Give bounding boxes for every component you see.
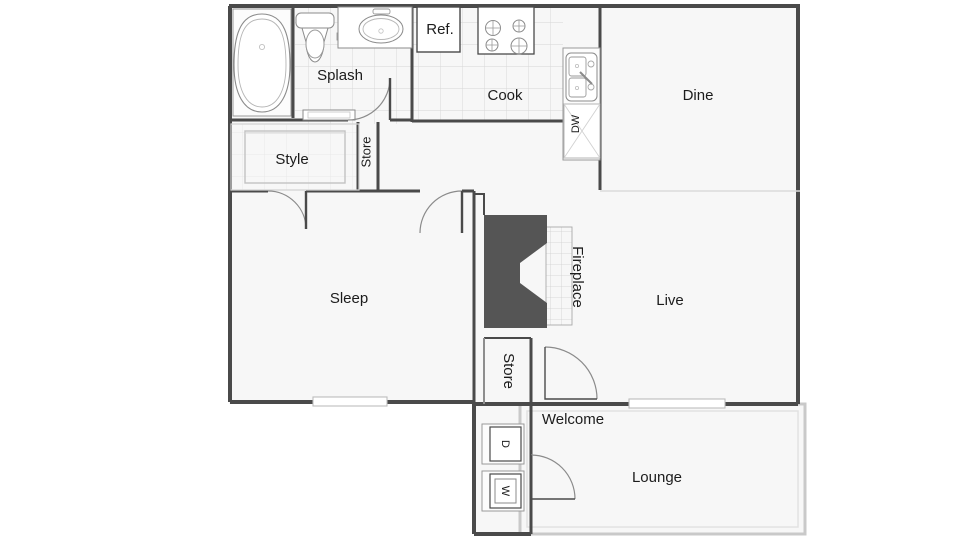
kitchen-range xyxy=(477,6,535,55)
bathtub-basin-inner xyxy=(237,18,287,108)
toilet xyxy=(295,12,345,63)
toilet-tank xyxy=(295,12,335,29)
bathtub-drain-icon xyxy=(258,43,266,51)
toilet-bowl-icon xyxy=(305,29,325,59)
burner-back-left-cross xyxy=(485,20,501,36)
live-room-window xyxy=(628,398,726,409)
bath-lower-counter xyxy=(302,109,356,121)
style-closet-floor xyxy=(231,124,359,190)
room-label-welcome: Welcome xyxy=(542,411,604,428)
entry-door-swing xyxy=(544,346,598,400)
bathtub-basin-outer xyxy=(233,13,291,113)
kitchen-sink-basin-lower xyxy=(568,77,587,98)
room-label-style: Style xyxy=(275,151,308,168)
laundry-door-swing xyxy=(530,454,576,500)
bath-counter-inner xyxy=(307,111,351,119)
fireplace xyxy=(474,193,547,328)
lounge-inner-line xyxy=(526,410,799,528)
bath-counter-top xyxy=(302,109,356,121)
bathroom-sink-drain-icon xyxy=(378,28,384,34)
fireplace-top-stub xyxy=(474,193,485,215)
kitchen-sink-drain-upper-icon xyxy=(575,64,580,69)
room-label-live: Live xyxy=(656,292,684,309)
bathroom-sink-inner-icon xyxy=(362,18,400,40)
room-labels: Splash Style Store Ref. Cook DW Dine Sle… xyxy=(275,21,713,497)
fireplace-mass xyxy=(484,215,547,328)
sleep-room-window xyxy=(312,396,388,407)
room-label-dw: DW xyxy=(570,114,582,133)
bathroom-vanity xyxy=(337,6,413,49)
room-label-cook: Cook xyxy=(487,87,523,104)
room-label-splash: Splash xyxy=(317,67,363,84)
room-label-lounge: Lounge xyxy=(632,469,682,486)
room-label-washer: W xyxy=(499,486,511,497)
doors xyxy=(267,77,598,500)
room-label-fireplace: Fireplace xyxy=(569,246,586,308)
burner-front-left-cross xyxy=(486,39,498,51)
room-label-dine: Dine xyxy=(683,87,714,104)
entry-door-panel xyxy=(544,347,597,400)
sink-knob-upper-icon xyxy=(587,60,595,68)
bathtub xyxy=(232,8,292,117)
kitchen-sink-drain-lower-icon xyxy=(575,86,580,91)
style-closet xyxy=(230,123,360,191)
windows xyxy=(312,396,726,409)
fireplace-hearth-tile xyxy=(545,226,573,326)
room-label-store-bottom: Store xyxy=(500,353,517,389)
washer-inner-box xyxy=(494,478,517,504)
kitchen-sink-basin-upper xyxy=(568,56,587,77)
kitchen-faucet-icon xyxy=(579,71,593,85)
bathroom-faucet-icon xyxy=(372,8,391,15)
room-label-store-top: Store xyxy=(358,136,373,167)
room-label-dryer: D xyxy=(499,440,511,448)
sleep-room-door-swing xyxy=(419,190,463,234)
kitchen-counter-run xyxy=(562,47,601,161)
burner-front-right-cross xyxy=(511,38,527,54)
laundry-door-panel xyxy=(530,455,575,500)
style-closet-outline xyxy=(230,123,360,191)
refrigerator xyxy=(416,6,461,53)
burner-back-right-cross xyxy=(513,20,525,32)
laundry-units xyxy=(481,423,525,512)
dishwasher-cross-icon xyxy=(563,103,601,159)
dryer-drum xyxy=(489,426,522,462)
refrigerator-body xyxy=(416,6,461,53)
style-closet-shelf xyxy=(244,130,346,184)
lounge-floor xyxy=(520,404,805,534)
room-label-sleep: Sleep xyxy=(330,290,368,307)
room-label-ref: Ref. xyxy=(426,21,454,38)
